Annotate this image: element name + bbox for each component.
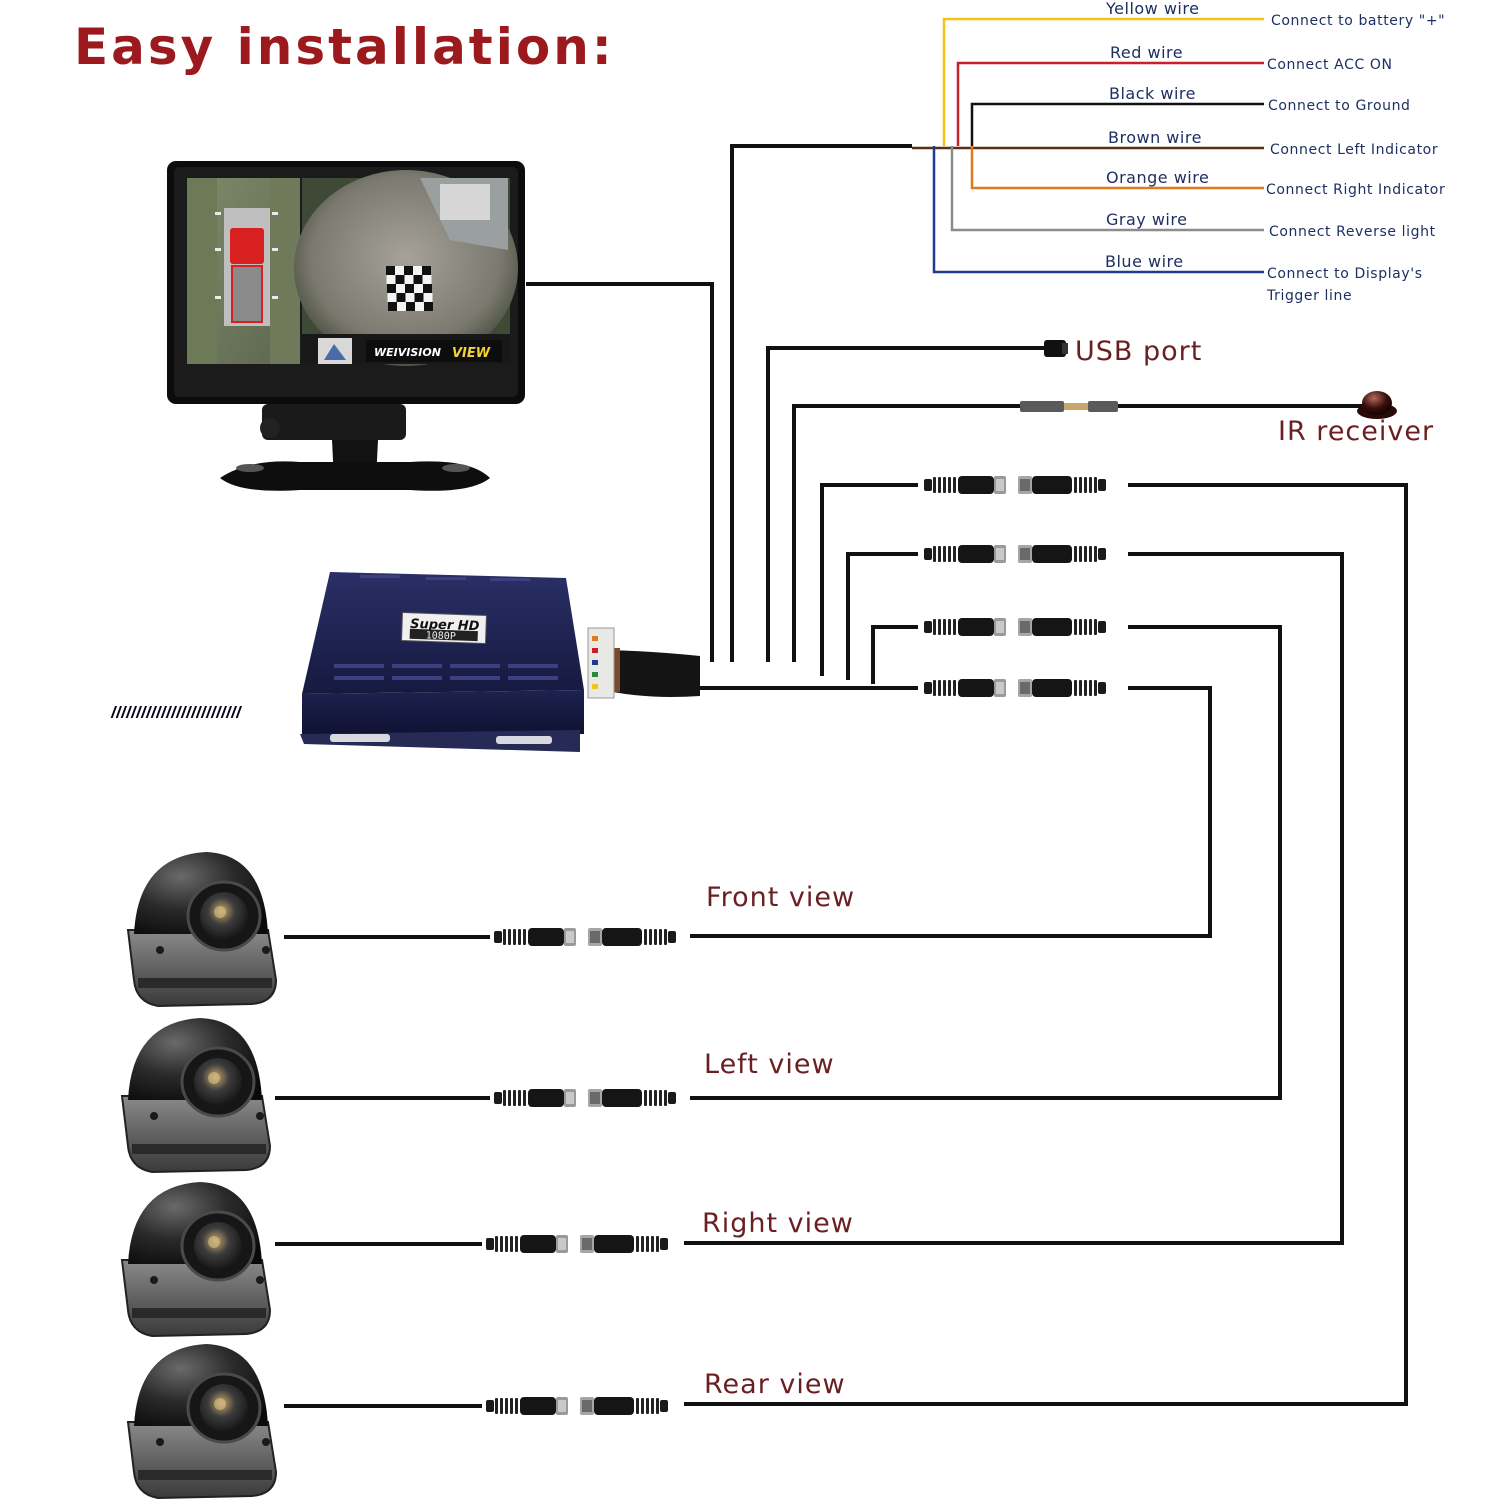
harness-cable [730, 144, 912, 662]
cables [275, 144, 1408, 1408]
wire-description: Connect to battery "+" [1271, 13, 1445, 29]
wire-line [950, 146, 1264, 232]
monitor: WEIVISION VIEW [167, 161, 525, 491]
camera-rear [126, 1344, 278, 1499]
camera-left [120, 1018, 272, 1174]
cable-bundle [587, 627, 700, 699]
usb-cable [766, 346, 1044, 662]
calibration-checkerboard [386, 266, 433, 311]
dvr-badge-line2: 1080P [426, 630, 456, 642]
ir-receiver-label: IR receiver [1278, 416, 1434, 447]
dvr-control-box: Super HD 1080P [110, 572, 584, 752]
wire-description: Connect Reverse light [1269, 224, 1436, 240]
wire-description: Connect to Ground [1268, 98, 1411, 114]
wire-description: Connect ACC ON [1267, 57, 1393, 73]
connector-pair-top-1 [924, 476, 1106, 494]
wire-label: Gray wire [1106, 210, 1187, 229]
wire-line [932, 146, 1264, 274]
camera-cable-rear [684, 483, 1408, 1406]
wire-label: Black wire [1109, 84, 1196, 103]
view-label-rear: Rear view [704, 1369, 846, 1400]
view-labels: Front view Left view Right view Rear vie… [702, 882, 855, 1400]
camera-right [120, 1182, 272, 1338]
wire-description-2: Trigger line [1266, 288, 1352, 304]
view-label-right: Right view [702, 1208, 854, 1239]
connector-pair-top-2 [924, 545, 1106, 563]
connector-pair-camera-3 [486, 1235, 668, 1253]
wire-label: Orange wire [1106, 168, 1209, 187]
wire-description: Connect to Display's [1267, 266, 1423, 282]
ir-receiver: IR receiver [1020, 391, 1434, 447]
monitor-brand: WEIVISION [374, 346, 441, 359]
page-title: Easy installation: [74, 18, 615, 76]
connector-pair-camera-1 [494, 928, 676, 946]
usb-port: USB port [1044, 336, 1202, 367]
camera-front [126, 852, 278, 1008]
wire-line [970, 102, 1264, 146]
wire-description: Connect Right Indicator [1266, 182, 1445, 198]
wire-label: Blue wire [1105, 252, 1184, 271]
camera-connectors [482, 473, 1128, 1418]
usb-port-label: USB port [1075, 336, 1202, 367]
wire-description: Connect Left Indicator [1270, 142, 1438, 158]
connector-pair-camera-4 [486, 1397, 668, 1415]
wire-label: Brown wire [1108, 128, 1202, 147]
wire-line [942, 17, 1264, 146]
wire-label: Yellow wire [1105, 0, 1199, 18]
view-label-left: Left view [704, 1049, 835, 1080]
camera-cable-left [690, 625, 1282, 1100]
monitor-cable [526, 282, 714, 662]
wire-line [970, 146, 1264, 190]
connector-pair-top-4 [924, 679, 1106, 697]
wire-label: Red wire [1110, 43, 1183, 62]
dvr-vents [110, 706, 243, 718]
connector-pair-camera-2 [494, 1089, 676, 1107]
monitor-brand-suffix: VIEW [452, 346, 491, 361]
wire-line [956, 61, 1264, 146]
ir-cable [792, 404, 1368, 662]
camera-cable-right [684, 552, 1344, 1245]
view-label-front: Front view [706, 882, 855, 913]
connector-pair-top-3 [924, 618, 1106, 636]
cameras [120, 852, 278, 1499]
